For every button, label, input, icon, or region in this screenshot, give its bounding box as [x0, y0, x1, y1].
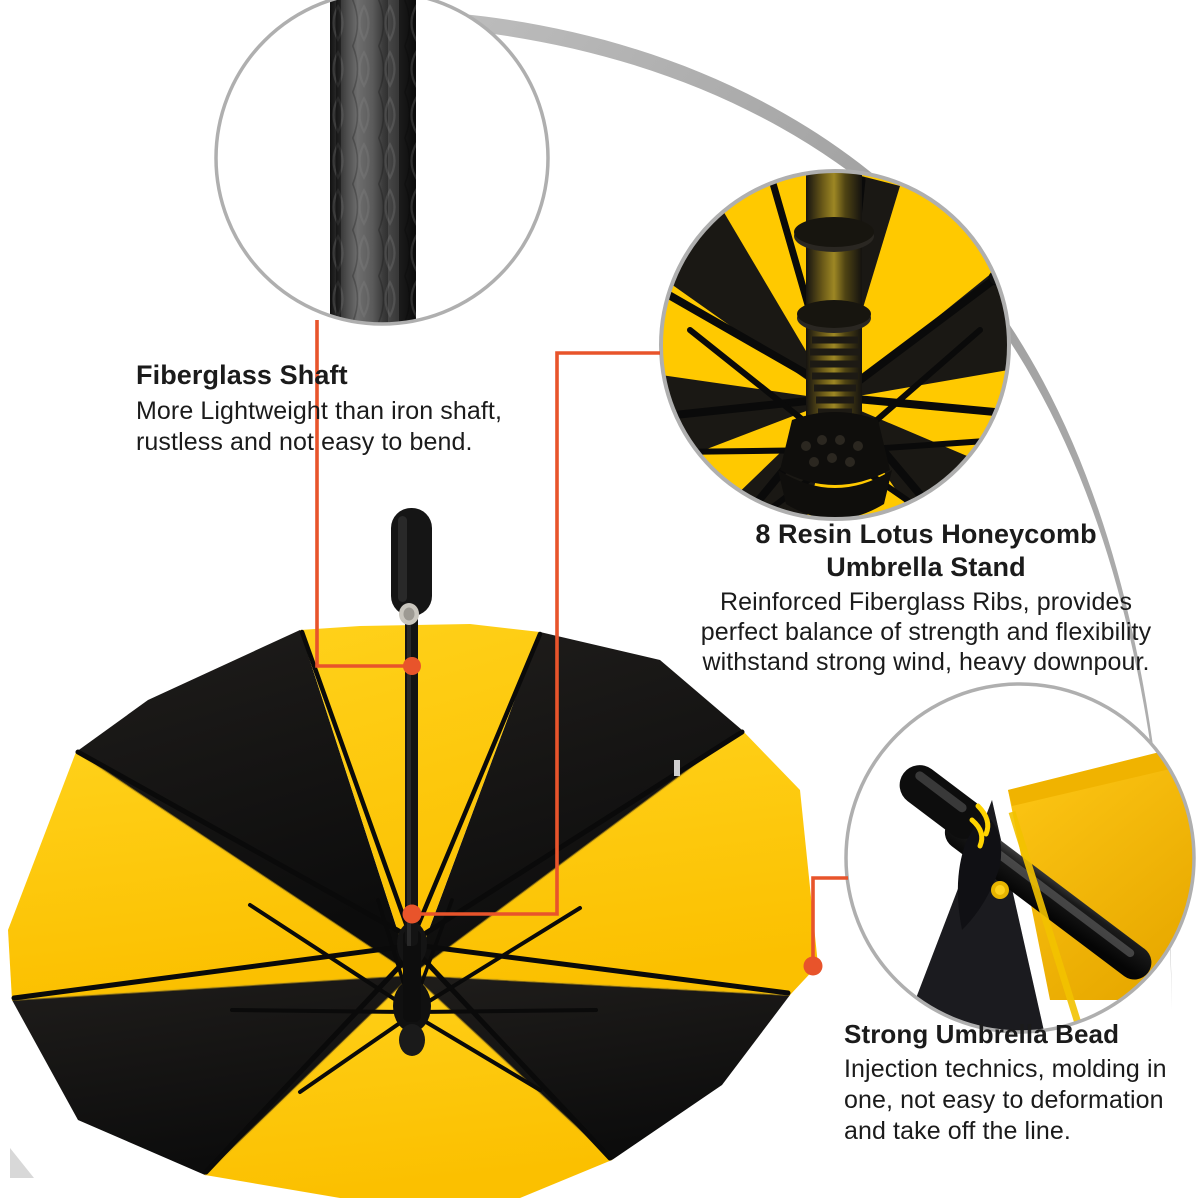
- callout-body-line: Injection technics, molding in: [844, 1055, 1167, 1083]
- release-button: [399, 603, 419, 625]
- umbrella-hub: [393, 922, 431, 1056]
- callout-heading-fiberglass-shaft: Fiberglass Shaft: [136, 360, 348, 390]
- callout-body-line: Reinforced Fiberglass Ribs, provides: [719, 588, 1133, 616]
- umbrella-shaft: [405, 606, 418, 946]
- callout-body-line: one, not easy to deformation: [844, 1086, 1164, 1114]
- callout-body-fiberglass-shaft: More Lightweight than iron shaft, rustle…: [136, 396, 556, 458]
- callout-dots: [402, 657, 823, 976]
- detail-circle-fiberglass-shaft: [214, 0, 550, 326]
- circle-outline-stand: [659, 169, 1011, 521]
- callout-body-line: and take off the line.: [844, 1117, 1071, 1145]
- circle-outline-shaft: [214, 0, 550, 326]
- callout-dot-shaft: [403, 657, 421, 675]
- connector-line-shaft: [315, 320, 412, 668]
- callout-heading-line: 8 Resin Lotus Honeycomb: [755, 519, 1097, 549]
- callout-dot-stand: [402, 904, 422, 924]
- connector-line-stand: [412, 351, 660, 916]
- corner-artifact: [10, 1148, 34, 1178]
- umbrella-handle: [391, 508, 432, 616]
- umbrella-product-image: [8, 508, 818, 1198]
- callout-heading-honeycomb-stand: 8 Resin Lotus Honeycomb Umbrella Stand: [666, 518, 1186, 584]
- callout-body-line: withstand strong wind, heavy downpour.: [702, 648, 1150, 676]
- callout-heading-umbrella-bead: Strong Umbrella Bead: [844, 1019, 1120, 1049]
- callout-heading-line: Umbrella Stand: [826, 552, 1026, 582]
- callout-body-line: More Lightweight than iron shaft,: [136, 397, 503, 425]
- circle-outline-bead: [844, 682, 1196, 1034]
- callout-body-line: rustless and not easy to bend.: [136, 428, 473, 456]
- callout-dot-bead: [803, 956, 823, 976]
- callout-connectors: [315, 320, 848, 966]
- canopy-tag: [674, 760, 680, 776]
- callout-umbrella-bead: Strong Umbrella Bead Injection technics,…: [844, 1018, 1200, 1147]
- connector-line-bead: [811, 876, 848, 966]
- callout-body-honeycomb-stand: Reinforced Fiberglass Ribs, provides per…: [666, 587, 1186, 677]
- callout-body-umbrella-bead: Injection technics, molding in one, not …: [844, 1054, 1200, 1147]
- callout-fiberglass-shaft: Fiberglass Shaft More Lightweight than i…: [136, 358, 556, 458]
- callout-honeycomb-stand: 8 Resin Lotus Honeycomb Umbrella Stand R…: [666, 518, 1186, 677]
- umbrella-ribs: [11, 629, 791, 1175]
- detail-circle-umbrella-bead: [844, 682, 1196, 1034]
- callout-body-line: perfect balance of strength and flexibil…: [700, 618, 1152, 646]
